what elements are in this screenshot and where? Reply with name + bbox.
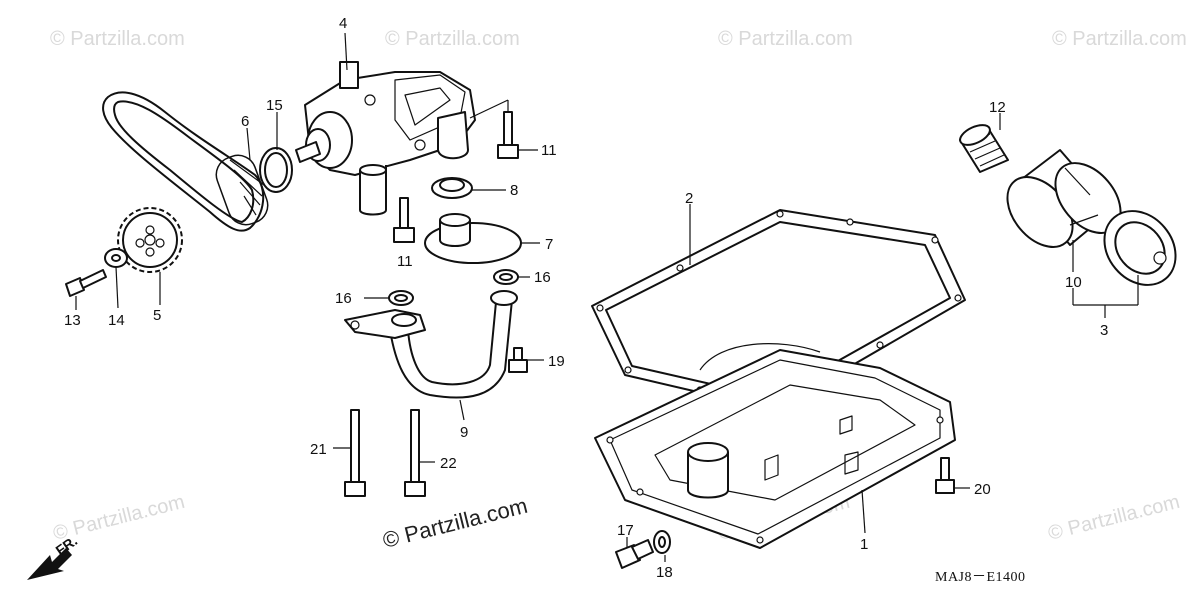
callout-7: 7 <box>545 236 553 253</box>
washer-14[interactable] <box>104 248 128 268</box>
callout-9: 9 <box>460 424 468 441</box>
oil-pipe-9[interactable] <box>344 290 518 399</box>
watermark: © Partzilla.com <box>50 28 185 50</box>
callout-10: 10 <box>1065 274 1082 291</box>
bolt-13[interactable] <box>65 269 107 297</box>
bolt-11-upper[interactable] <box>497 111 519 159</box>
oil-pump-assembly[interactable] <box>295 61 476 216</box>
callout-4: 4 <box>339 15 347 32</box>
bolt-11-lower[interactable] <box>393 197 415 243</box>
watermark: © Partzilla.com <box>1052 28 1187 50</box>
oil-filter-boss-12[interactable] <box>957 121 1009 173</box>
callout-16-left: 16 <box>335 290 352 307</box>
callout-5: 5 <box>153 307 161 324</box>
callout-13: 13 <box>64 312 81 329</box>
watermark: © Partzilla.com <box>385 28 520 50</box>
oil-strainer-7[interactable] <box>424 213 522 264</box>
callout-17: 17 <box>617 522 634 539</box>
callout-18: 18 <box>656 564 673 581</box>
partzilla-watermark: © Partzilla.com <box>380 493 530 553</box>
callout-labels: 4 15 6 11 8 7 11 16 16 19 9 21 22 13 14 … <box>64 15 1108 581</box>
watermark: © Partzilla.com <box>1046 491 1182 545</box>
callout-12: 12 <box>989 99 1006 116</box>
callout-16-right: 16 <box>534 269 551 286</box>
callout-1: 1 <box>860 536 868 553</box>
bolt-21[interactable] <box>344 409 366 497</box>
oil-seal-8[interactable] <box>431 177 473 199</box>
bolt-22[interactable] <box>404 409 426 497</box>
watermark: © Partzilla.com <box>718 28 853 50</box>
callout-21: 21 <box>310 441 327 458</box>
callout-22: 22 <box>440 455 457 472</box>
drain-bolt-17[interactable] <box>615 539 654 569</box>
callout-11-lower: 11 <box>397 253 413 270</box>
bolt-20[interactable] <box>935 457 955 494</box>
oil-pump-sprocket[interactable] <box>117 207 183 273</box>
washer-16-right[interactable] <box>493 269 519 285</box>
o-ring-15[interactable] <box>259 147 293 193</box>
callout-11-upper: 11 <box>541 142 557 159</box>
washer-16-left[interactable] <box>388 290 414 306</box>
leader-lines <box>75 32 1139 562</box>
drive-chain[interactable] <box>102 91 273 232</box>
callout-20: 20 <box>974 481 991 498</box>
bolt-19[interactable] <box>508 347 528 373</box>
callout-8: 8 <box>510 182 518 199</box>
diagram-code: MAJ8－E1400 <box>935 570 1026 585</box>
oil-pan-1[interactable] <box>594 343 956 549</box>
front-direction-arrow-icon <box>27 548 72 580</box>
callout-19: 19 <box>548 353 565 370</box>
callout-2: 2 <box>685 190 693 207</box>
oil-filter-cap[interactable] <box>1090 197 1190 299</box>
callout-3: 3 <box>1100 322 1108 339</box>
callout-15: 15 <box>266 97 283 114</box>
callout-14: 14 <box>108 312 125 329</box>
sealing-washer-18[interactable] <box>653 530 671 554</box>
callout-6: 6 <box>241 113 249 130</box>
